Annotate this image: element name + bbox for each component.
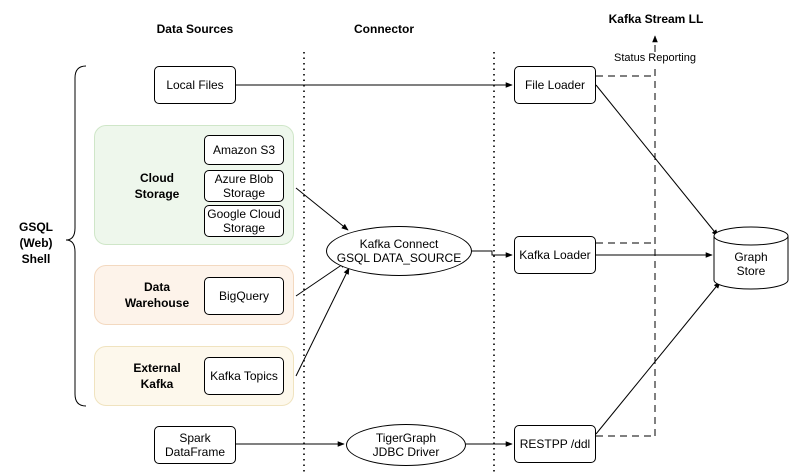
gsql-shell-label: GSQL (Web) Shell	[18, 220, 53, 266]
status-reporting-overlay: Status Reporting	[612, 52, 698, 64]
data-warehouse-label: Data Warehouse	[124, 280, 190, 310]
graph-store-label: Graph Store	[734, 250, 768, 278]
header-kafka-stream: Kafka Stream LL	[608, 12, 704, 26]
jdbc-driver-ellipse: TigerGraph JDBC Driver	[346, 424, 466, 466]
bigquery-box: BigQuery	[204, 277, 284, 315]
arrow-fileloader-to-store	[595, 84, 719, 237]
header-data-sources: Data Sources	[156, 22, 234, 36]
google-cloud-box: Google Cloud Storage	[204, 205, 284, 237]
external-kafka-label: External Kafka	[133, 361, 181, 391]
cloud-storage-label: Cloud Storage	[134, 171, 180, 201]
header-connector: Connector	[354, 22, 414, 36]
kafka-loader-box: Kafka Loader	[514, 236, 596, 274]
kafka-connect-ellipse: Kafka Connect GSQL DATA_SOURCE	[326, 226, 472, 276]
arrow-restpp-to-store	[595, 281, 721, 435]
shell-brace	[65, 65, 87, 407]
arrow-topics-to-connect	[295, 267, 350, 377]
azure-blob-box: Azure Blob Storage	[204, 170, 284, 202]
arrow-bigquery-to-connect	[295, 261, 347, 297]
restpp-box: RESTPP /ddl	[514, 425, 596, 463]
arrow-cloud-to-connect	[295, 187, 349, 231]
graph-store-cylinder	[713, 226, 789, 290]
local-files-box: Local Files	[154, 66, 236, 104]
amazon-s3-box: Amazon S3	[204, 135, 284, 165]
spark-dataframe-box: Spark DataFrame	[154, 426, 236, 464]
arrow-connect-to-kafkaloader	[470, 250, 513, 258]
kafka-topics-box: Kafka Topics	[204, 357, 284, 395]
file-loader-box: File Loader	[514, 66, 596, 104]
